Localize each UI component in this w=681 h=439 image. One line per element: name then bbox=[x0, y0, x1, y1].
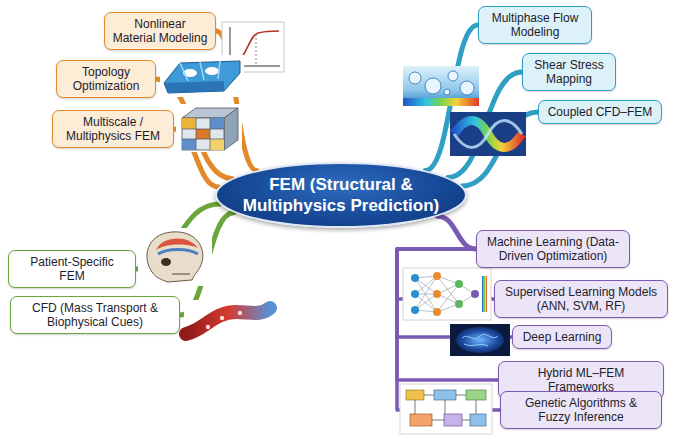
node-label: Deep Learning bbox=[520, 330, 604, 344]
deep-learning-brain bbox=[450, 324, 510, 356]
blood-vessel-image bbox=[186, 308, 270, 334]
topology-optimized-part bbox=[164, 61, 240, 93]
multiphase-bubbles-image bbox=[403, 66, 479, 106]
topology-optimized-part bbox=[205, 67, 219, 75]
topology-optimized-part bbox=[164, 81, 224, 93]
stress-strain-graph bbox=[256, 34, 257, 66]
topic-box: Shear Stress Mapping bbox=[522, 53, 616, 91]
multiphase-bubbles-image bbox=[448, 71, 458, 81]
multiphase-bubbles-image bbox=[403, 66, 479, 106]
patient-skull-model bbox=[161, 258, 171, 266]
neural-network-image bbox=[482, 276, 487, 312]
topology-optimized-part bbox=[160, 55, 244, 97]
node-label: Supervised Learning Models (ANN, SVM, RF… bbox=[502, 285, 660, 313]
flowchart-image bbox=[406, 390, 424, 400]
patient-skull-model bbox=[172, 273, 190, 274]
blood-vessel-image bbox=[206, 325, 210, 329]
deep-learning-brain bbox=[456, 327, 504, 353]
topic-box: Topology Optimization bbox=[56, 60, 156, 98]
multiphase-bubbles-image bbox=[425, 78, 441, 94]
flowchart-image bbox=[410, 414, 432, 426]
node-label: Multiphase Flow Modeling bbox=[486, 11, 584, 39]
neural-network-image bbox=[455, 300, 463, 308]
patient-skull-model bbox=[138, 228, 212, 286]
multiscale-mesh-cube bbox=[210, 139, 224, 150]
branch-connector bbox=[438, 216, 476, 249]
multiscale-mesh-cube bbox=[182, 118, 196, 129]
flowchart-image bbox=[415, 395, 476, 420]
flowchart-image bbox=[400, 384, 492, 434]
neural-network-image bbox=[403, 268, 491, 320]
node-label: Coupled CFD–FEM bbox=[546, 105, 654, 119]
node-label: Genetic Algorithms & Fuzzy Inference bbox=[508, 396, 654, 424]
topic-box: Coupled CFD–FEM bbox=[538, 100, 662, 124]
multiscale-mesh-cube bbox=[182, 139, 196, 150]
patient-skull-model bbox=[147, 232, 203, 282]
deep-learning-brain bbox=[462, 334, 498, 346]
node-label: Patient-Specific FEM bbox=[16, 255, 128, 283]
multiphase-bubbles-image bbox=[444, 89, 450, 95]
blood-vessel-image bbox=[184, 300, 272, 342]
neural-network-image bbox=[433, 272, 441, 280]
coupled-flow-tube-image bbox=[454, 121, 522, 148]
branch-connector bbox=[397, 249, 498, 380]
multiphase-bubbles-image bbox=[460, 81, 474, 95]
coupled-flow-tube-image bbox=[454, 121, 522, 148]
multiphase-bubbles-image bbox=[409, 72, 421, 84]
deep-learning-brain bbox=[450, 324, 510, 356]
multiscale-mesh-cube bbox=[176, 104, 242, 152]
multiscale-mesh-cube bbox=[182, 118, 224, 150]
topic-box: Deep Learning bbox=[512, 325, 612, 349]
neural-network-image bbox=[433, 308, 441, 316]
multiscale-mesh-cube bbox=[210, 118, 224, 129]
flowchart-image bbox=[444, 414, 462, 426]
topic-box: Multiscale / Multiphysics FEM bbox=[52, 110, 174, 148]
topology-optimized-part bbox=[160, 55, 244, 97]
patient-skull-model bbox=[158, 250, 198, 255]
node-label: Shear Stress Mapping bbox=[530, 58, 608, 86]
node-label: Topology Optimization bbox=[64, 65, 148, 93]
topic-box: Genetic Algorithms & Fuzzy Inference bbox=[500, 391, 662, 429]
neural-network-image bbox=[411, 290, 419, 298]
neural-network-image bbox=[403, 268, 491, 320]
patient-skull-model bbox=[138, 228, 212, 286]
blood-vessel-image bbox=[184, 300, 272, 342]
blood-vessel-image bbox=[238, 311, 242, 315]
node-label: Nonlinear Material Modeling bbox=[112, 17, 208, 45]
flowchart-image bbox=[400, 384, 492, 434]
flowchart-image bbox=[470, 414, 486, 426]
topic-box: Patient-Specific FEM bbox=[8, 250, 136, 288]
neural-network-image bbox=[455, 280, 463, 288]
node-label: Machine Learning (Data-Driven Optimizati… bbox=[484, 235, 622, 263]
neural-network-image bbox=[433, 290, 441, 298]
topic-box: CFD (Mass Transport & Biophysical Cues) bbox=[10, 296, 180, 334]
multiscale-mesh-cube bbox=[176, 104, 242, 152]
node-label: FEM (Structural & Multiphysics Predictio… bbox=[231, 174, 451, 216]
multiscale-mesh-cube bbox=[196, 129, 210, 139]
topic-box: Nonlinear Material Modeling bbox=[104, 12, 216, 50]
flowchart-image bbox=[466, 390, 486, 400]
neural-network-image bbox=[411, 274, 419, 282]
blood-vessel-image bbox=[220, 316, 224, 320]
multiscale-mesh-cube bbox=[224, 108, 238, 150]
topology-optimized-part bbox=[180, 61, 220, 81]
topic-box: Multiphase Flow Modeling bbox=[478, 6, 592, 44]
central-topic-ellipse: FEM (Structural & Multiphysics Predictio… bbox=[215, 162, 467, 228]
node-label: CFD (Mass Transport & Biophysical Cues) bbox=[18, 301, 172, 329]
coupled-flow-tube-image bbox=[450, 112, 526, 156]
neural-network-image bbox=[415, 276, 475, 312]
multiscale-mesh-cube bbox=[182, 118, 224, 150]
neural-network-image bbox=[411, 306, 419, 314]
node-label: Hybrid ML–FEM Frameworks bbox=[506, 366, 656, 394]
flowchart-image bbox=[434, 390, 456, 400]
coupled-flow-tube-image bbox=[450, 112, 526, 156]
topic-box: Supervised Learning Models (ANN, SVM, RF… bbox=[494, 280, 668, 318]
topic-box: Machine Learning (Data-Driven Optimizati… bbox=[476, 230, 630, 268]
neural-network-image bbox=[471, 290, 479, 298]
node-label: Multiscale / Multiphysics FEM bbox=[60, 115, 166, 143]
multiphase-bubbles-image bbox=[403, 98, 479, 106]
